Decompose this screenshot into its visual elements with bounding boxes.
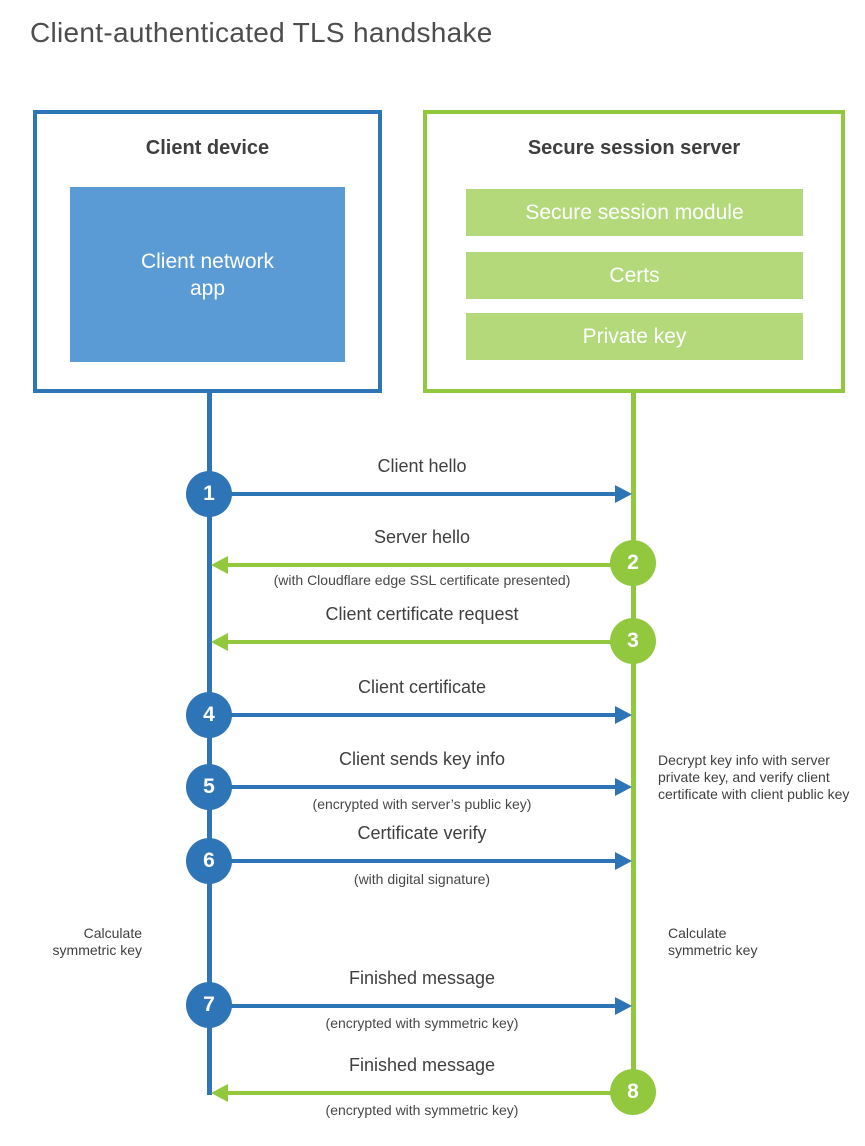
step-2-arrowhead-icon — [211, 556, 228, 574]
client-network-app-box: Client network app — [70, 187, 345, 362]
step-5-badge: 5 — [186, 764, 232, 810]
step-5-arrowhead-icon — [615, 778, 632, 796]
step-1-arrow — [230, 492, 617, 496]
server-module-certs: Certs — [466, 252, 803, 299]
server-lifeline — [631, 389, 636, 1093]
step-4-arrow — [230, 713, 617, 717]
step-6-label: Certificate verify — [357, 823, 487, 843]
page-title: Client-authenticated TLS handshake — [30, 17, 493, 48]
step-7-arrow — [230, 1004, 617, 1008]
step-3-arrowhead-icon — [211, 633, 228, 651]
calc-symmetric-key-server-note: Calculate symmetric key — [668, 925, 758, 958]
server-module-secure-session: Secure session module — [466, 189, 803, 236]
decrypt-key-note: Decrypt key info with server private key… — [658, 752, 850, 802]
step-3-arrow — [228, 640, 612, 644]
step-2-badge: 2 — [610, 540, 656, 586]
step-7-sublabel: (encrypted with symmetric key) — [325, 1015, 519, 1031]
step-4-badge: 4 — [186, 692, 232, 738]
step-8-arrow — [228, 1091, 612, 1095]
step-3-badge: 3 — [610, 618, 656, 664]
step-2-sublabel: (with Cloudflare edge SSL certificate pr… — [273, 572, 571, 588]
step-7-badge: 7 — [186, 982, 232, 1028]
step-1-label: Client hello — [377, 456, 467, 476]
step-6-arrow — [230, 859, 617, 863]
step-8-label: Finished message — [348, 1055, 496, 1075]
step-7-label: Finished message — [348, 968, 496, 988]
client-lifeline — [207, 389, 212, 1095]
client-network-app-label: Client network app — [140, 249, 275, 300]
step-1-badge: 1 — [186, 471, 232, 517]
step-5-label: Client sends key info — [338, 749, 506, 769]
step-4-label: Client certificate — [357, 677, 487, 697]
step-5-sublabel: (encrypted with server’s public key) — [312, 796, 532, 812]
step-8-arrowhead-icon — [211, 1084, 228, 1102]
calc-symmetric-key-client-note: Calculate symmetric key — [52, 925, 142, 958]
server-module-private-key: Private key — [466, 313, 803, 360]
secure-session-server-title: Secure session server — [527, 137, 741, 159]
step-6-arrowhead-icon — [615, 852, 632, 870]
step-6-badge: 6 — [186, 838, 232, 884]
step-4-arrowhead-icon — [615, 706, 632, 724]
step-2-arrow — [228, 563, 612, 567]
step-1-arrowhead-icon — [615, 485, 632, 503]
step-7-arrowhead-icon — [615, 997, 632, 1015]
step-8-sublabel: (encrypted with symmetric key) — [325, 1102, 519, 1118]
step-3-label: Client certificate request — [325, 604, 519, 624]
step-8-badge: 8 — [610, 1069, 656, 1115]
step-5-arrow — [230, 785, 617, 789]
client-device-title: Client device — [145, 137, 270, 159]
step-6-sublabel: (with digital signature) — [353, 871, 491, 887]
step-2-label: Server hello — [373, 527, 471, 547]
